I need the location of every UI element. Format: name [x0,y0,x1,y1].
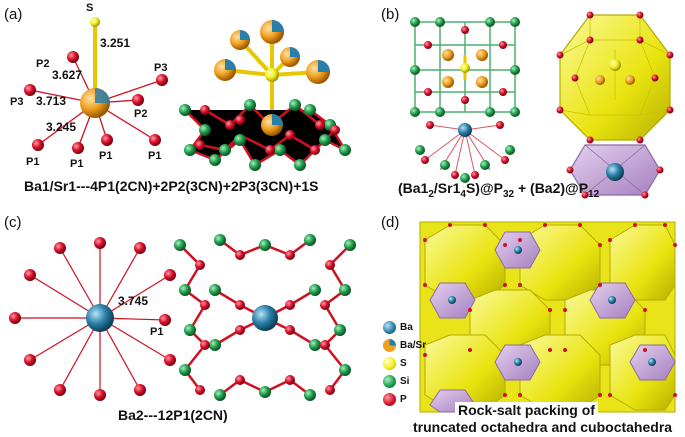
legend-ba: Ba [383,321,413,334]
panel-b-cluster [410,17,520,183]
atom-label-p2-right: P2 [134,108,148,120]
panel-d-caption-line2: truncated octahedra and cuboctahedra [410,419,676,435]
panel-c-caption: Ba2---12P1(2CN) [118,407,228,423]
caption-b-sub: 2 [428,188,434,200]
legend-p-label: P [400,394,407,405]
caption-b-sub: 12 [588,188,600,200]
atom-label-p2-top: P2 [36,58,50,70]
atom-label-p1-b: P1 [70,158,84,170]
panel-d-caption-line1: Rock-salt packing of [455,402,598,418]
panel-b-caption: (Ba12/Sr14S)@P32 + (Ba2)@P12 [398,180,599,200]
distance-ba1-p1: 3.245 [46,120,77,134]
atom-label-p1-c: P1 [99,150,113,162]
atom-label-p3-right: P3 [154,62,168,74]
caption-b-part: (Ba1 [398,180,429,196]
panel-d-packing [419,221,677,413]
legend-ba-label: Ba [400,322,413,333]
legend-si: Si [383,375,409,388]
distance-ba2-p1: 3.745 [118,294,149,308]
ba-swatch-icon [383,321,396,334]
atom-label-p3-left: P3 [10,96,24,108]
caption-b-sub: 32 [502,188,515,200]
panel-c-coordination-left [9,237,176,401]
caption-b-sub: 4 [460,188,466,200]
distance-ba1-p2: 3.627 [52,68,83,82]
distance-ba1-s: 3.251 [100,36,131,50]
distance-ba1-p3: 3.713 [36,94,67,108]
atom-label-p1-d: P1 [148,150,162,162]
panel-c-label: (c) [4,214,22,231]
legend-s: S [383,357,407,370]
caption-b-part: + (Ba2)@P [514,180,589,196]
legend-s-label: S [400,358,407,369]
panel-b-polyhedra [556,11,674,199]
panel-a-label: (a) [4,6,23,23]
legend-basr: Ba/Sr [383,339,426,352]
panel-a-coordination-left [24,17,168,154]
legend-p: P [383,393,407,406]
panel-d-label: (d) [381,214,400,231]
panel-b-label: (b) [381,6,400,23]
caption-b-part: S)@P [465,180,503,196]
s-swatch-icon [383,357,396,370]
p-swatch-icon [383,393,396,406]
panel-c-coordination-right [174,234,356,401]
panel-a-caption: Ba1/Sr1---4P1(2CN)+2P2(3CN)+2P3(3CN)+1S [24,178,319,194]
caption-b-part: /Sr1 [433,180,461,196]
basr-swatch-icon [383,339,396,352]
panel-a-coordination-right [179,20,351,171]
atom-label-p1-a: P1 [26,156,40,168]
si-swatch-icon [383,375,396,388]
atom-label-s: S [86,2,94,14]
atom-label-p1-c-panel: P1 [150,326,164,338]
legend-si-label: Si [400,376,410,387]
legend-basr-label: Ba/Sr [400,340,427,351]
